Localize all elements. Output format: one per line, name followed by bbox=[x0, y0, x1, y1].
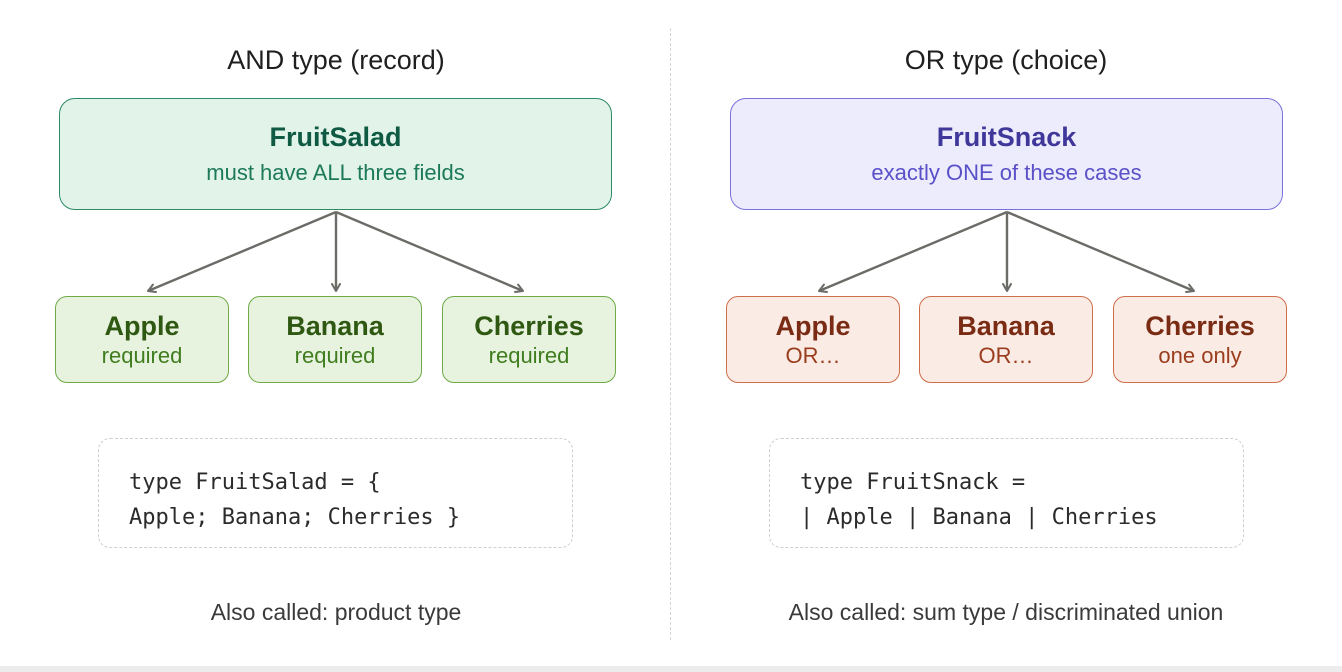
fruitsalad-code-block: type FruitSalad = { Apple; Banana; Cherr… bbox=[98, 438, 573, 548]
leaf-sub: required bbox=[488, 342, 570, 368]
bottom-rule bbox=[0, 666, 1342, 672]
and-arrow-cherries bbox=[335, 210, 524, 293]
or-leaf-banana: Banana OR… bbox=[919, 296, 1093, 383]
leaf-sub: required bbox=[294, 342, 376, 368]
fruitsnack-description: exactly ONE of these cases bbox=[871, 160, 1142, 185]
or-arrow-apple bbox=[818, 210, 1008, 293]
and-panel-note: Also called: product type bbox=[210, 599, 462, 625]
fruitsalad-box: FruitSalad must have ALL three fields bbox=[59, 98, 612, 210]
code-line: type FruitSalad = { bbox=[129, 470, 381, 495]
and-leaf-banana: Banana required bbox=[248, 296, 422, 383]
panel-divider bbox=[670, 28, 671, 640]
code-line: Apple; Banana; Cherries } bbox=[129, 505, 461, 530]
or-arrow-cherries bbox=[1006, 210, 1195, 293]
code-line: | Apple | Banana | Cherries bbox=[800, 505, 1158, 530]
or-panel-title: OR type (choice) bbox=[904, 45, 1108, 75]
or-panel-note: Also called: sum type / discriminated un… bbox=[788, 599, 1224, 625]
leaf-name: Apple bbox=[775, 310, 851, 341]
leaf-sub: OR… bbox=[978, 342, 1034, 368]
fruitsnack-name: FruitSnack bbox=[936, 122, 1077, 152]
or-leaf-cherries: Cherries one only bbox=[1113, 296, 1287, 383]
and-panel-title: AND type (record) bbox=[227, 45, 445, 75]
or-leaf-apple: Apple OR… bbox=[726, 296, 900, 383]
and-arrow-apple bbox=[147, 210, 337, 293]
leaf-sub: one only bbox=[1158, 342, 1242, 368]
leaf-name: Banana bbox=[286, 310, 384, 341]
fruitsalad-name: FruitSalad bbox=[269, 122, 402, 152]
leaf-name: Apple bbox=[104, 310, 180, 341]
fruitsalad-description: must have ALL three fields bbox=[206, 160, 465, 185]
and-leaf-apple: Apple required bbox=[55, 296, 229, 383]
leaf-sub: OR… bbox=[785, 342, 841, 368]
code-line: type FruitSnack = bbox=[800, 470, 1026, 495]
fruitsnack-box: FruitSnack exactly ONE of these cases bbox=[730, 98, 1283, 210]
leaf-name: Cherries bbox=[1145, 310, 1255, 341]
leaf-name: Cherries bbox=[474, 310, 584, 341]
fruitsnack-code-block: type FruitSnack = | Apple | Banana | Che… bbox=[769, 438, 1244, 548]
leaf-sub: required bbox=[101, 342, 183, 368]
and-leaf-cherries: Cherries required bbox=[442, 296, 616, 383]
leaf-name: Banana bbox=[957, 310, 1055, 341]
